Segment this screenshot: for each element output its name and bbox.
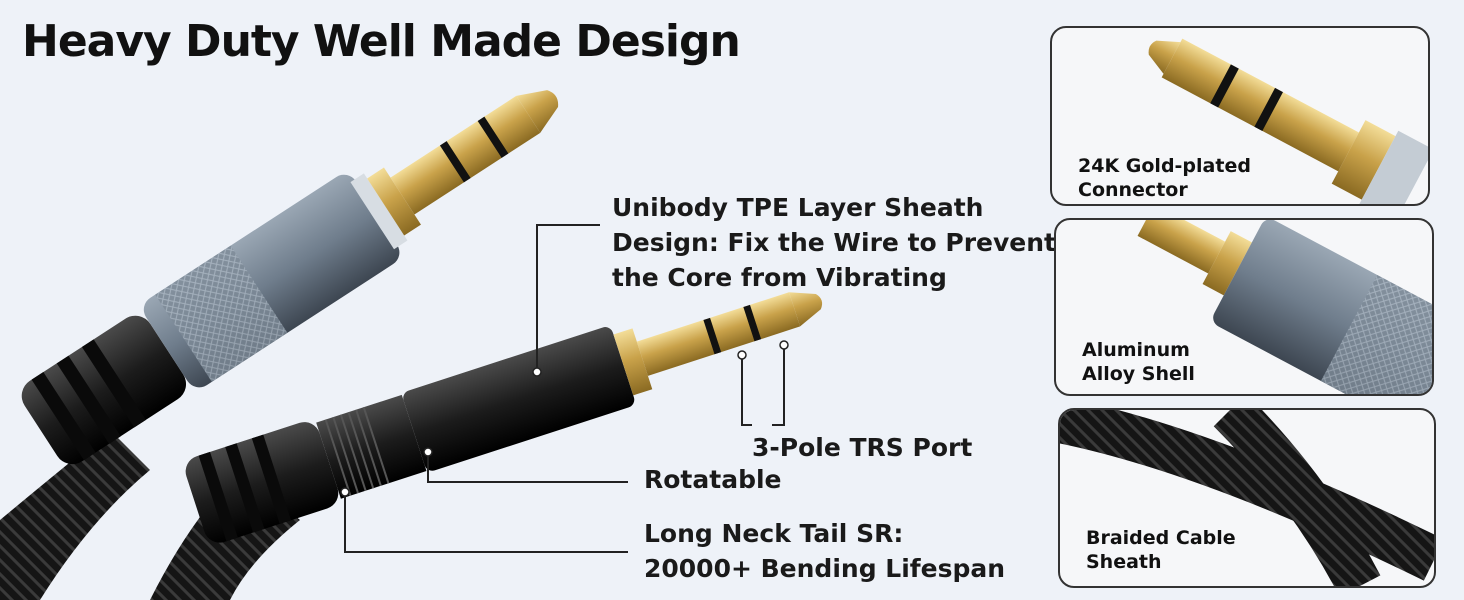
callout-tail: Long Neck Tail SR: 20000+ Bending Lifesp… — [644, 516, 1005, 586]
panel-caption-line: Sheath — [1086, 551, 1162, 573]
callout-trs: 3-Pole TRS Port — [752, 433, 973, 462]
aluminum-shell-detail — [1137, 220, 1432, 394]
marker-dot — [737, 350, 747, 360]
panel-caption: 24K Gold-plated Connector — [1078, 154, 1251, 202]
callout-sheath-line: the Core from Vibrating — [612, 263, 947, 292]
marker-dot — [423, 447, 433, 457]
panel-braided-sheath: Braided Cable Sheath — [1058, 408, 1436, 588]
panel-caption-line: Alloy Shell — [1082, 363, 1195, 385]
gold-pin — [390, 95, 541, 215]
callout-tail-line: Long Neck Tail SR: — [644, 519, 904, 548]
callout-tail-line: 20000+ Bending Lifespan — [644, 554, 1006, 583]
upper-plug — [0, 90, 559, 600]
panel-caption-line: Connector — [1078, 179, 1188, 201]
panel-caption-line: Aluminum — [1082, 339, 1190, 361]
leader-lines — [344, 224, 785, 553]
marker-dot — [779, 340, 789, 350]
braided-cable — [0, 430, 150, 600]
panel-gold-connector: 24K Gold-plated Connector — [1050, 26, 1430, 206]
panel-caption: Aluminum Alloy Shell — [1082, 338, 1195, 386]
callout-sheath-line: Design: Fix the Wire to Prevent — [612, 228, 1057, 257]
callout-sheath: Unibody TPE Layer Sheath Design: Fix the… — [612, 190, 1056, 295]
braided-sheath-detail — [1060, 410, 1434, 586]
marker-dot — [532, 367, 542, 377]
gold-connector-detail — [1148, 38, 1428, 204]
lower-plug — [150, 292, 823, 600]
callout-sheath-line: Unibody TPE Layer Sheath — [612, 193, 984, 222]
marker-dot — [340, 487, 350, 497]
panel-caption-line: Braided Cable — [1086, 527, 1236, 549]
callout-rotatable: Rotatable — [644, 465, 782, 494]
panel-aluminum-shell: Aluminum Alloy Shell — [1054, 218, 1434, 396]
page-title: Heavy Duty Well Made Design — [22, 16, 741, 67]
panel-caption-line: 24K Gold-plated — [1078, 155, 1251, 177]
panel-caption: Braided Cable Sheath — [1086, 526, 1236, 574]
